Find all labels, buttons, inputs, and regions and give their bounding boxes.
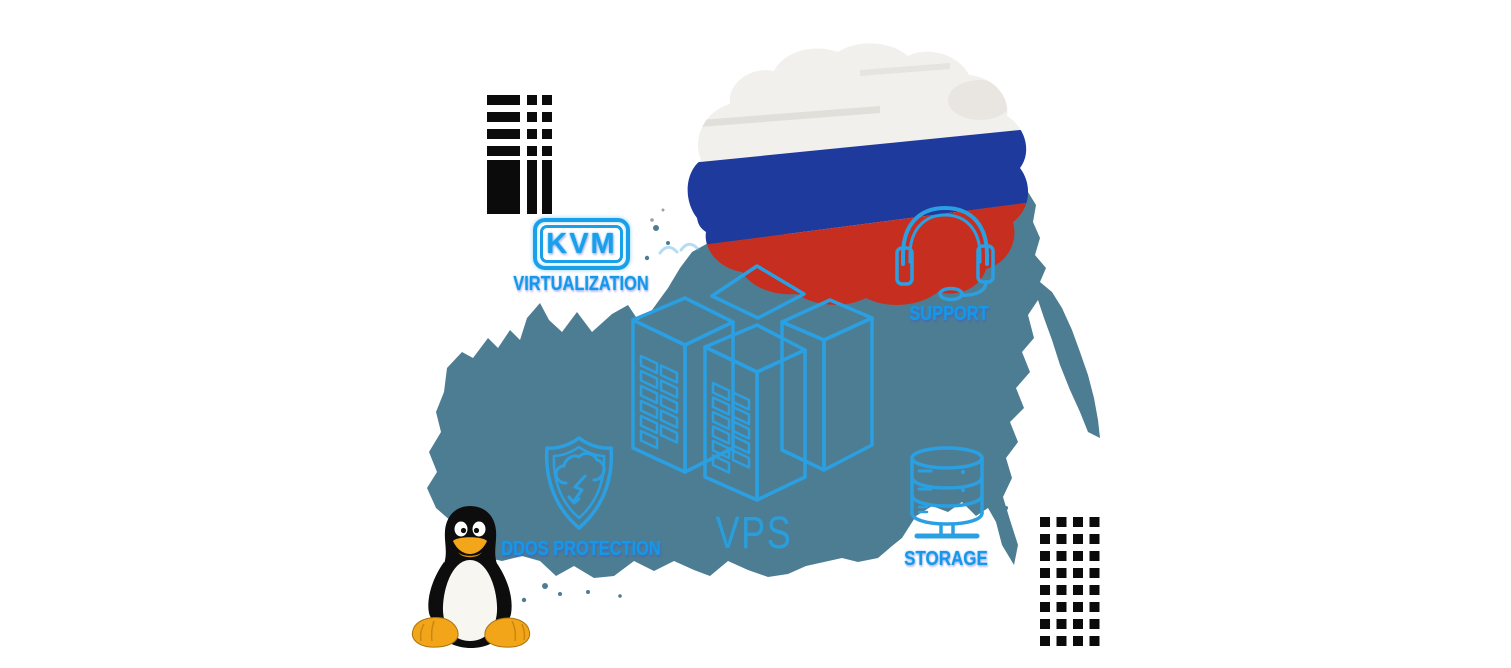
shield-cloud-icon (544, 436, 614, 530)
tux-penguin-icon (411, 506, 531, 648)
virtualization-label: VIRTUALIZATION (513, 273, 649, 295)
halftone-square-pattern-top-left (487, 95, 552, 214)
decor-glyph (658, 242, 700, 255)
ddos-protection-label: DDOS PROTECTION (501, 538, 661, 560)
kvm-badge-icon: KVM (533, 218, 630, 270)
drive-slots (639, 354, 751, 474)
database-icon (910, 446, 984, 539)
kvm-badge-text: KVM (546, 227, 617, 260)
headset-icon (895, 206, 995, 302)
kvm-badge-inner-frame: KVM (540, 225, 623, 263)
flag-stripe-blue (687, 124, 1029, 253)
vps-title: VPS (715, 507, 793, 558)
support-label: SUPPORT (909, 303, 989, 325)
storage-label: STORAGE (904, 548, 988, 570)
server-stack-icon (631, 264, 874, 502)
halftone-square-pattern-bottom-right: (function(){ var g=document.getElementBy… (1040, 517, 1100, 646)
brush-splatter-dots (521, 193, 1008, 603)
